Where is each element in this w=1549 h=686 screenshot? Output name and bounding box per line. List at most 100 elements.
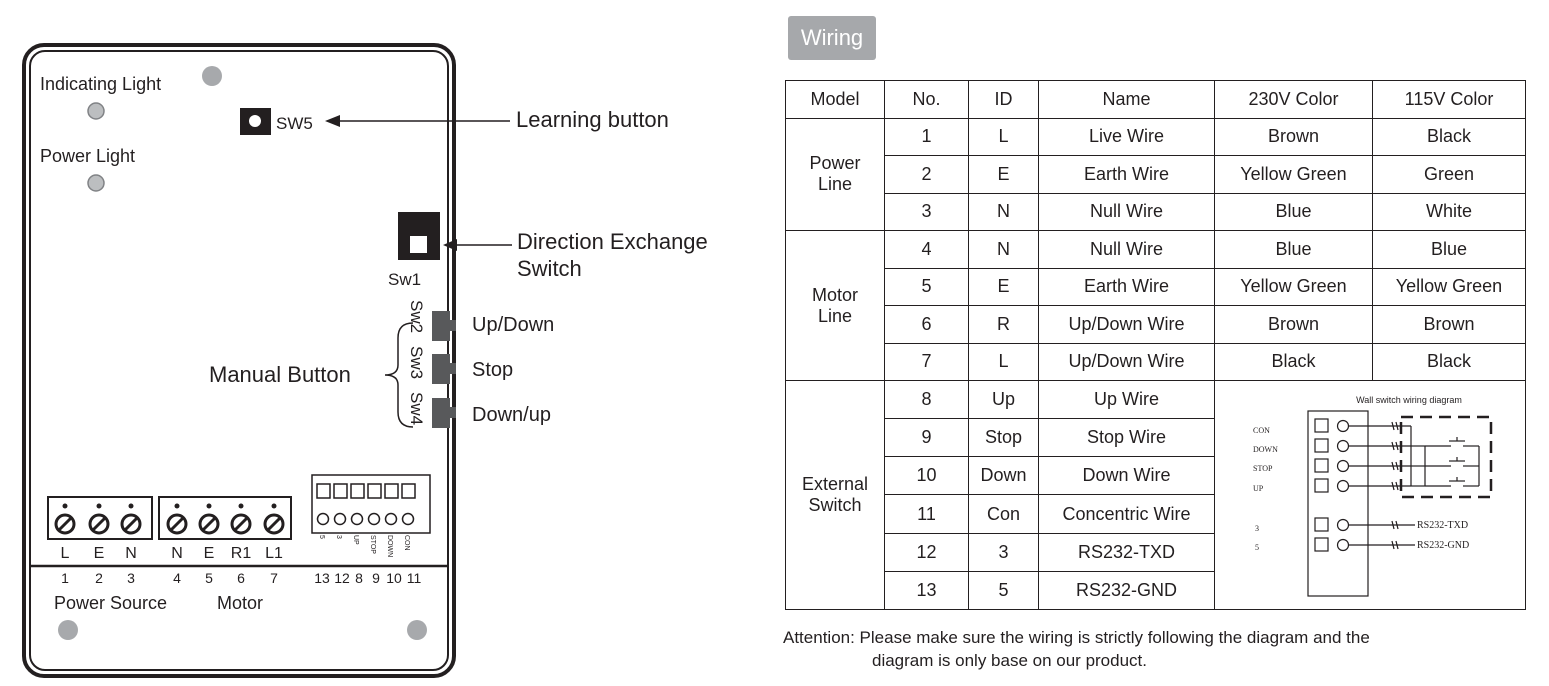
model-external-switch: External Switch: [785, 380, 885, 610]
terminal-screw-3: [120, 503, 142, 535]
cell-230v: Yellow Green: [1214, 267, 1373, 306]
cell-name: RS232-TXD: [1038, 532, 1215, 572]
terminal-letter-7: L1: [265, 545, 283, 562]
dip-number-3: 8: [355, 570, 363, 586]
sw3-label: Sw3: [407, 346, 426, 379]
sw2-label: Sw2: [407, 300, 426, 333]
table-header-row: Model No. ID Name 230V Color 115V Color: [785, 80, 1526, 119]
terminal-screw-6: [230, 503, 252, 535]
model-text: External: [801, 474, 869, 494]
attention-line-2: diagram is only base on our product.: [872, 651, 1147, 670]
dip-number-4: 9: [372, 570, 380, 586]
power-terminal-block: [47, 496, 153, 540]
terminal-letter-5: E: [204, 545, 215, 562]
model-text: Line: [817, 174, 853, 195]
table-row: 3 N Null Wire Blue White: [786, 192, 1526, 231]
cell-id: L: [968, 342, 1039, 381]
cell-115v: Black: [1372, 117, 1526, 156]
down-up-label: Down/up: [472, 404, 551, 426]
cell-id: N: [968, 192, 1039, 231]
sw5-label: SW5: [276, 114, 313, 133]
table-row: Motor Line 4 N Null Wire Blue Blue: [785, 230, 1526, 381]
table-row: 5 E Earth Wire Yellow Green Yellow Green: [786, 267, 1526, 306]
cell-no: 6: [884, 305, 969, 344]
cell-id: N: [968, 230, 1039, 269]
terminal-letter-3: N: [125, 545, 137, 562]
cell-name: Null Wire: [1038, 230, 1215, 269]
cell-name: Earth Wire: [1038, 155, 1215, 194]
indicating-light-led: [87, 102, 105, 120]
table-row: External Switch 8 Up Up Wire Wall switch…: [785, 379, 1526, 610]
power-light-led: [87, 174, 105, 192]
table-row: 7 L Up/Down Wire Black Black: [786, 342, 1526, 381]
cell-id: Down: [968, 456, 1039, 496]
wiring-title-badge: Wiring: [788, 16, 876, 60]
cell-no: 13: [884, 570, 969, 611]
terminal-number-5: 5: [205, 570, 213, 586]
cell-no: 11: [884, 494, 969, 534]
cell-no: 9: [884, 418, 969, 458]
sw4-button: [432, 398, 450, 428]
cell-115v: Blue: [1372, 230, 1526, 269]
cell-id: R: [968, 305, 1039, 344]
model-text: Switch: [808, 495, 862, 515]
sw4-button-tip: [450, 407, 456, 418]
cell-id: 5: [968, 570, 1039, 611]
terminal-screw-2: [88, 503, 110, 535]
cell-name: Down Wire: [1038, 456, 1215, 496]
ws-label-3: 3: [1255, 524, 1259, 533]
sw2-button: [432, 311, 450, 341]
terminal-number-6: 6: [237, 570, 245, 586]
learning-button-label: Learning button: [516, 107, 669, 132]
ws-label-stop: STOP: [1253, 464, 1273, 473]
sw5-button-dot: [249, 115, 261, 127]
model-text: Motor: [811, 284, 858, 305]
cell-name: Up/Down Wire: [1038, 342, 1215, 381]
cell-115v: Yellow Green: [1372, 267, 1526, 306]
direction-arrow-head: [443, 239, 457, 251]
dip-label-3: UP: [352, 535, 359, 545]
table-row: 10 Down Down Wire: [786, 456, 1526, 496]
mount-hole-bottom-right: [407, 620, 427, 640]
table-row: Power Line 1 L Live Wire Brown Black: [785, 117, 1526, 231]
header-id: ID: [968, 80, 1039, 119]
direction-exchange-label-1: Direction Exchange: [517, 229, 708, 254]
cell-name: Earth Wire: [1038, 267, 1215, 306]
terminal-number-3: 3: [127, 570, 135, 586]
terminal-screws: [54, 503, 285, 535]
attention-note: Attention: Please make sure the wiring i…: [783, 626, 1370, 672]
cell-no: 3: [884, 192, 969, 231]
manual-button-label: Manual Button: [209, 362, 351, 387]
ws-rs232-txd: RS232-TXD: [1417, 520, 1468, 531]
header-230v-color: 230V Color: [1214, 80, 1373, 119]
table-row: 12 3 RS232-TXD: [786, 532, 1526, 572]
wiring-table: Model No. ID Name 230V Color 115V Color …: [785, 80, 1526, 611]
ws-label-up: UP: [1253, 484, 1264, 493]
terminal-number-7: 7: [270, 570, 278, 586]
wall-switch-box: [1307, 410, 1369, 597]
cell-115v: Black: [1372, 342, 1526, 381]
sw2-button-tip: [450, 320, 456, 331]
ws-label-con: CON: [1253, 426, 1270, 435]
terminal-letter-1: L: [61, 545, 70, 562]
power-light-label: Power Light: [40, 146, 135, 166]
cell-115v: White: [1372, 192, 1526, 231]
indicating-light-label: Indicating Light: [40, 74, 161, 94]
dip-circles: [316, 512, 415, 526]
cell-no: 5: [884, 267, 969, 306]
cell-230v: Brown: [1214, 305, 1373, 344]
cell-no: 4: [884, 230, 969, 269]
terminal-letter-4: N: [171, 545, 183, 562]
terminal-screw-5: [198, 503, 220, 535]
cell-name: Live Wire: [1038, 117, 1215, 156]
terminal-letter-2: E: [94, 545, 105, 562]
cell-230v: Brown: [1214, 117, 1373, 156]
cell-name: Concentric Wire: [1038, 494, 1215, 534]
model-text: Power: [809, 153, 861, 174]
ws-rs232-gnd: RS232-GND: [1417, 540, 1469, 551]
up-down-label: Up/Down: [472, 314, 554, 336]
terminal-screw-4: [166, 503, 188, 535]
cell-230v: Black: [1214, 342, 1373, 381]
cell-230v: Blue: [1214, 230, 1373, 269]
sw4-label: Sw4: [407, 392, 426, 425]
